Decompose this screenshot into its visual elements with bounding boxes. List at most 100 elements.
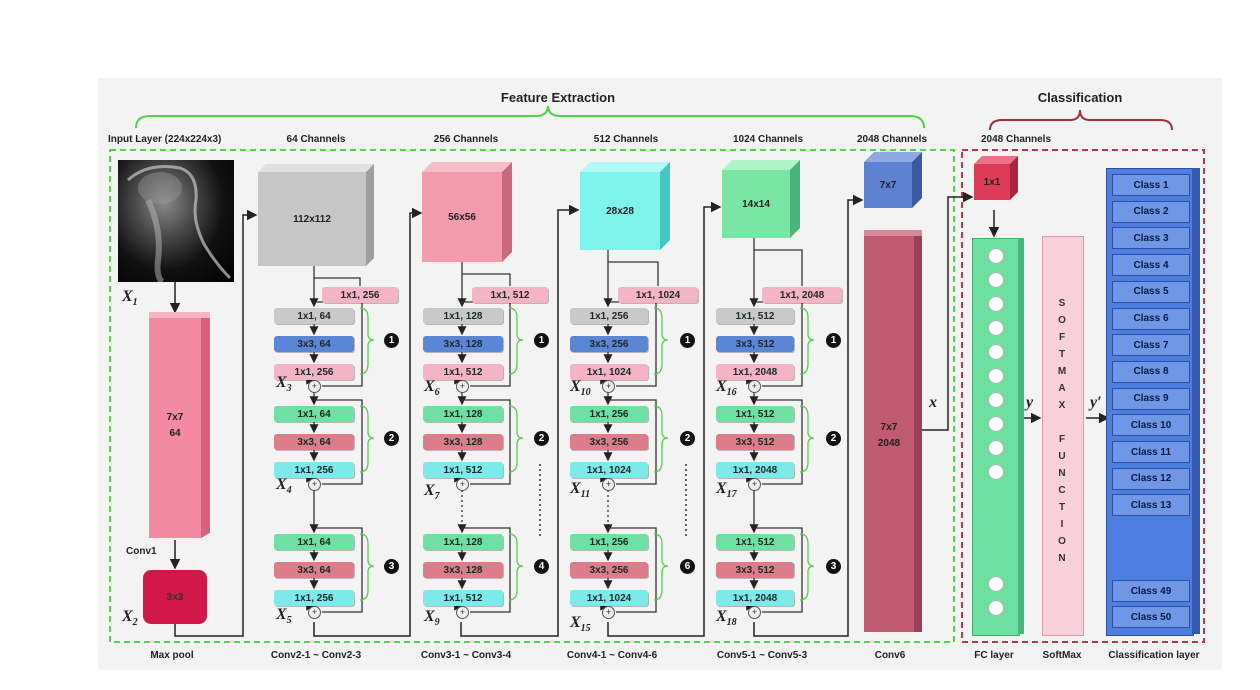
shortcut-path-s4 [608, 261, 659, 286]
stage4-block2-layer2: 3x3, 256 [570, 434, 648, 450]
stage3-add-2: + [456, 478, 469, 491]
conv2-range-label: Conv2-1 ~ Conv2-3 [270, 650, 362, 661]
class-item: Class 9 [1112, 387, 1190, 410]
brace-s3-1 [508, 307, 524, 375]
feature-extraction-region [109, 149, 955, 643]
fc-neuron [988, 440, 1004, 456]
residual-index: 10 [580, 387, 591, 399]
residual-symbol: X [424, 378, 435, 395]
residual-index: 16 [726, 387, 737, 399]
stage3-block1-layer3: 1x1, 512 [423, 364, 503, 380]
class-item: Class 50 [1112, 606, 1190, 628]
conv6-depth: 2048 [877, 438, 901, 449]
stage3-block1-layer1: 1x1, 128 [423, 308, 503, 324]
fc-layer-column-side [1018, 238, 1024, 634]
cube-112x112-face: 112x112 [258, 172, 366, 266]
stage2-block1-layer2: 3x3, 64 [274, 336, 354, 352]
stage4-block-number-3: 6 [680, 559, 695, 574]
class-item: Class 8 [1112, 360, 1190, 383]
skip-path-s3-3 [462, 527, 511, 613]
residual-index: 17 [726, 489, 737, 501]
cube-112x112: 112x112 [258, 164, 374, 266]
class-item: Class 5 [1112, 280, 1190, 303]
class-item: Class 13 [1112, 494, 1190, 517]
softmax-label: SoftMax [1042, 650, 1082, 661]
cube-1x1-face: 1x1 [974, 164, 1010, 200]
residual-index: 5 [286, 615, 292, 627]
brace-s2-1 [359, 307, 375, 375]
channels-64-label: 64 Channels [286, 134, 346, 145]
skip-path-s5-2 [754, 399, 803, 485]
fc-output-label: y [1026, 394, 1034, 411]
residual-label-x2: X2 [122, 608, 138, 628]
residual-symbol: X [276, 374, 287, 391]
stage3-block1-layer2: 3x3, 128 [423, 336, 503, 352]
stage2-block2-layer2: 3x3, 64 [274, 434, 354, 450]
cube-112x112-top [258, 164, 374, 172]
skip-path-s2-3 [314, 527, 363, 613]
conv5-range-label: Conv5-1 ~ Conv5-3 [716, 650, 808, 661]
conv6-block-side [914, 236, 922, 632]
classification-region [961, 149, 1205, 643]
softmax-letter: F [1058, 332, 1066, 343]
stage5-block1-layer3: 1x1, 2048 [716, 364, 794, 380]
shortcut-conv-s4: 1x1, 1024 [618, 287, 698, 303]
conv4-range-label: Conv4-1 ~ Conv4-6 [566, 650, 658, 661]
stage3-add-1: + [456, 380, 469, 393]
residual-label-x7: X7 [424, 482, 440, 502]
stage3-block2-layer2: 3x3, 128 [423, 434, 503, 450]
stage2-block3-layer1: 1x1, 64 [274, 534, 354, 550]
softmax-output-label: y′ [1090, 394, 1102, 411]
conv1-label: Conv1 [126, 546, 157, 557]
cube-28x28-side [660, 162, 670, 250]
cube-7x7-side [912, 152, 922, 208]
skip-path-s3-2 [462, 399, 511, 485]
softmax-letter: O [1058, 536, 1066, 547]
stage5-block3-layer1: 1x1, 512 [716, 534, 794, 550]
brace-s4-1 [653, 307, 669, 375]
stage3-block2-layer1: 1x1, 128 [423, 406, 503, 422]
softmax-letter: F [1058, 434, 1066, 445]
fc-neuron [988, 320, 1004, 336]
residual-label-x17: X17 [716, 480, 737, 500]
stage2-block-number-3: 3 [384, 559, 399, 574]
shortcut-path-s5 [754, 249, 803, 286]
residual-symbol: X [570, 614, 581, 631]
stage3-add-3: + [456, 606, 469, 619]
stage3-block3-layer3: 1x1, 512 [423, 590, 503, 606]
stage4-add-3: + [602, 606, 615, 619]
stage4-block-number-2: 2 [680, 431, 695, 446]
fc-neuron [988, 392, 1004, 408]
stage3-block2-layer3: 1x1, 512 [423, 462, 503, 478]
stage2-block2-layer3: 1x1, 256 [274, 462, 354, 478]
conv6-block-top [864, 230, 922, 236]
residual-label-x6: X6 [424, 378, 440, 398]
class-item: Class 12 [1112, 467, 1190, 490]
residual-symbol: X [716, 480, 727, 497]
brace-s4-2 [653, 405, 669, 473]
stage3-block3-layer1: 1x1, 128 [423, 534, 503, 550]
cube-14x14-top [722, 160, 800, 170]
brace-s3-3 [508, 533, 524, 601]
brace-s2-2 [359, 405, 375, 473]
stage4-block2-layer1: 1x1, 256 [570, 406, 648, 422]
stage5-block3-layer3: 1x1, 2048 [716, 590, 794, 606]
cube-28x28-face: 28x28 [580, 172, 660, 250]
residual-index: 11 [580, 489, 591, 501]
stage4-block3-layer1: 1x1, 256 [570, 534, 648, 550]
stage5-block1-layer1: 1x1, 512 [716, 308, 794, 324]
class-item: Class 7 [1112, 334, 1190, 357]
cube-56x56-top [422, 162, 512, 172]
feature-vector-label: x [929, 394, 937, 411]
cube-1x1-side [1010, 156, 1018, 200]
softmax-letter: I [1060, 519, 1064, 530]
fc-neuron [988, 296, 1004, 312]
stage5-block-number-2: 2 [826, 431, 841, 446]
stage5-block2-layer1: 1x1, 512 [716, 406, 794, 422]
class-item: Class 2 [1112, 200, 1190, 223]
residual-label-x10: X10 [570, 378, 591, 398]
residual-index: 15 [580, 623, 591, 635]
stage5-block2-layer2: 3x3, 512 [716, 434, 794, 450]
channels-2048-fc-label: 2048 Channels [980, 134, 1052, 145]
